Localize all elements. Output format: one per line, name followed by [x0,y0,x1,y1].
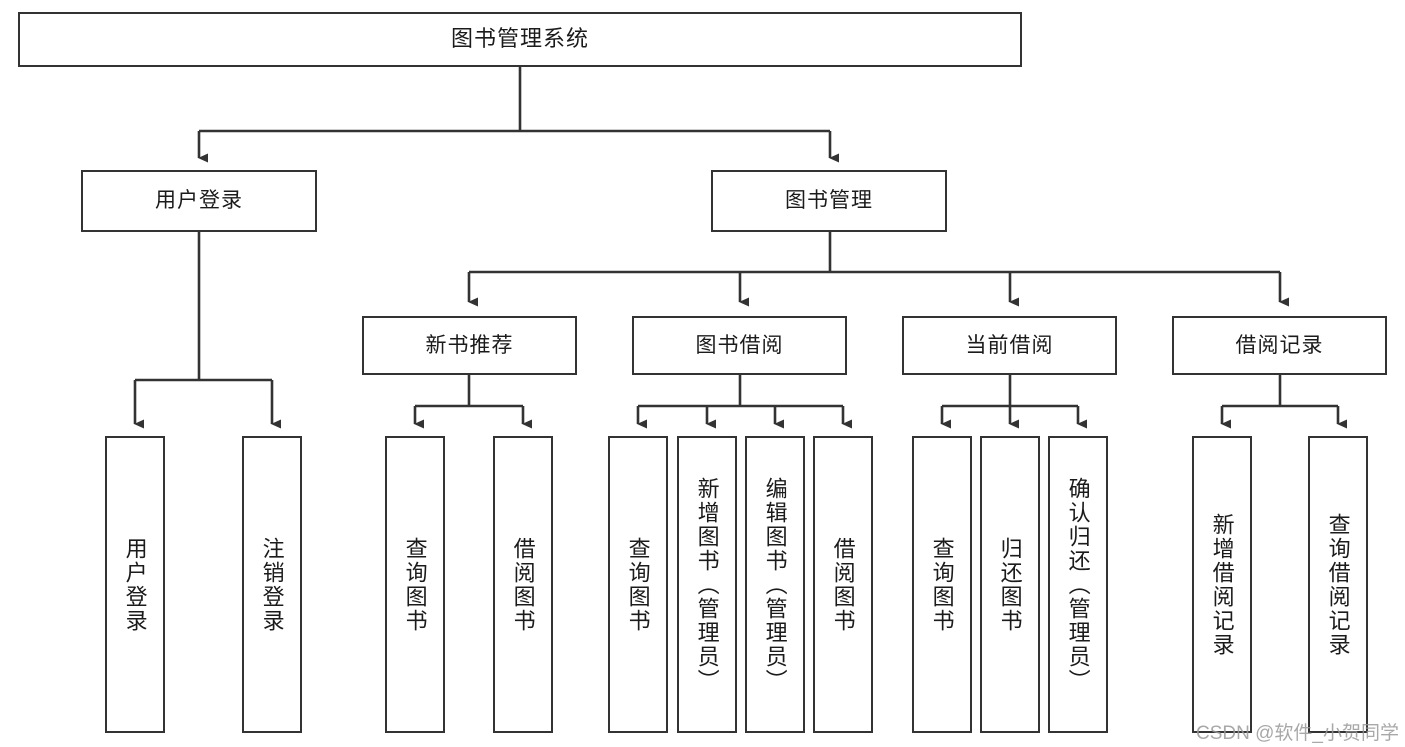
node-label: 图书管理系统 [450,26,589,52]
csdn-watermark: CSDN @软件_小贺同学 [1196,723,1399,744]
node-label: 新增图书（管理员） [694,476,720,693]
node-leaf-add-borrow-record[interactable]: 新增借阅记录 [1192,436,1252,733]
node-user-login[interactable]: 用户登录 [81,170,317,232]
node-book-borrow[interactable]: 图书借阅 [632,316,847,375]
node-leaf-query-book-2[interactable]: 查询图书 [608,436,668,733]
node-borrow-record[interactable]: 借阅记录 [1172,316,1387,375]
node-leaf-query-book-3[interactable]: 查询图书 [912,436,972,733]
node-label: 新书推荐 [425,333,514,357]
node-leaf-return-book[interactable]: 归还图书 [980,436,1040,733]
node-leaf-user-logout[interactable]: 注销登录 [242,436,302,733]
node-label: 借阅图书 [510,536,536,633]
node-label: 查询图书 [402,536,428,633]
node-leaf-borrow-book-2[interactable]: 借阅图书 [813,436,873,733]
node-new-book-recommend[interactable]: 新书推荐 [362,316,577,375]
node-label: 图书借阅 [695,333,784,357]
node-label: 图书管理 [785,189,873,213]
node-book-management[interactable]: 图书管理 [711,170,947,232]
node-leaf-user-login[interactable]: 用户登录 [105,436,165,733]
node-label: 当前借阅 [965,333,1054,357]
node-leaf-add-book-admin[interactable]: 新增图书（管理员） [677,436,737,733]
node-label: 借阅记录 [1235,333,1324,357]
node-leaf-edit-book-admin[interactable]: 编辑图书（管理员） [745,436,805,733]
node-label: 查询图书 [929,536,955,633]
node-label: 注销登录 [259,536,285,633]
node-label: 确认归还（管理员） [1065,476,1091,693]
node-label: 编辑图书（管理员） [762,476,788,693]
node-label: 用户登录 [155,189,243,213]
node-label: 查询借阅记录 [1325,512,1351,657]
node-label: 查询图书 [625,536,651,633]
node-root-system[interactable]: 图书管理系统 [18,12,1022,67]
node-leaf-query-borrow-record[interactable]: 查询借阅记录 [1308,436,1368,733]
node-current-borrow[interactable]: 当前借阅 [902,316,1117,375]
node-leaf-query-book-1[interactable]: 查询图书 [385,436,445,733]
node-label: 借阅图书 [830,536,856,633]
node-leaf-borrow-book-1[interactable]: 借阅图书 [493,436,553,733]
node-label: 用户登录 [122,536,148,633]
node-label: 归还图书 [997,536,1023,633]
node-label: 新增借阅记录 [1209,512,1235,657]
node-leaf-confirm-return-admin[interactable]: 确认归还（管理员） [1048,436,1108,733]
